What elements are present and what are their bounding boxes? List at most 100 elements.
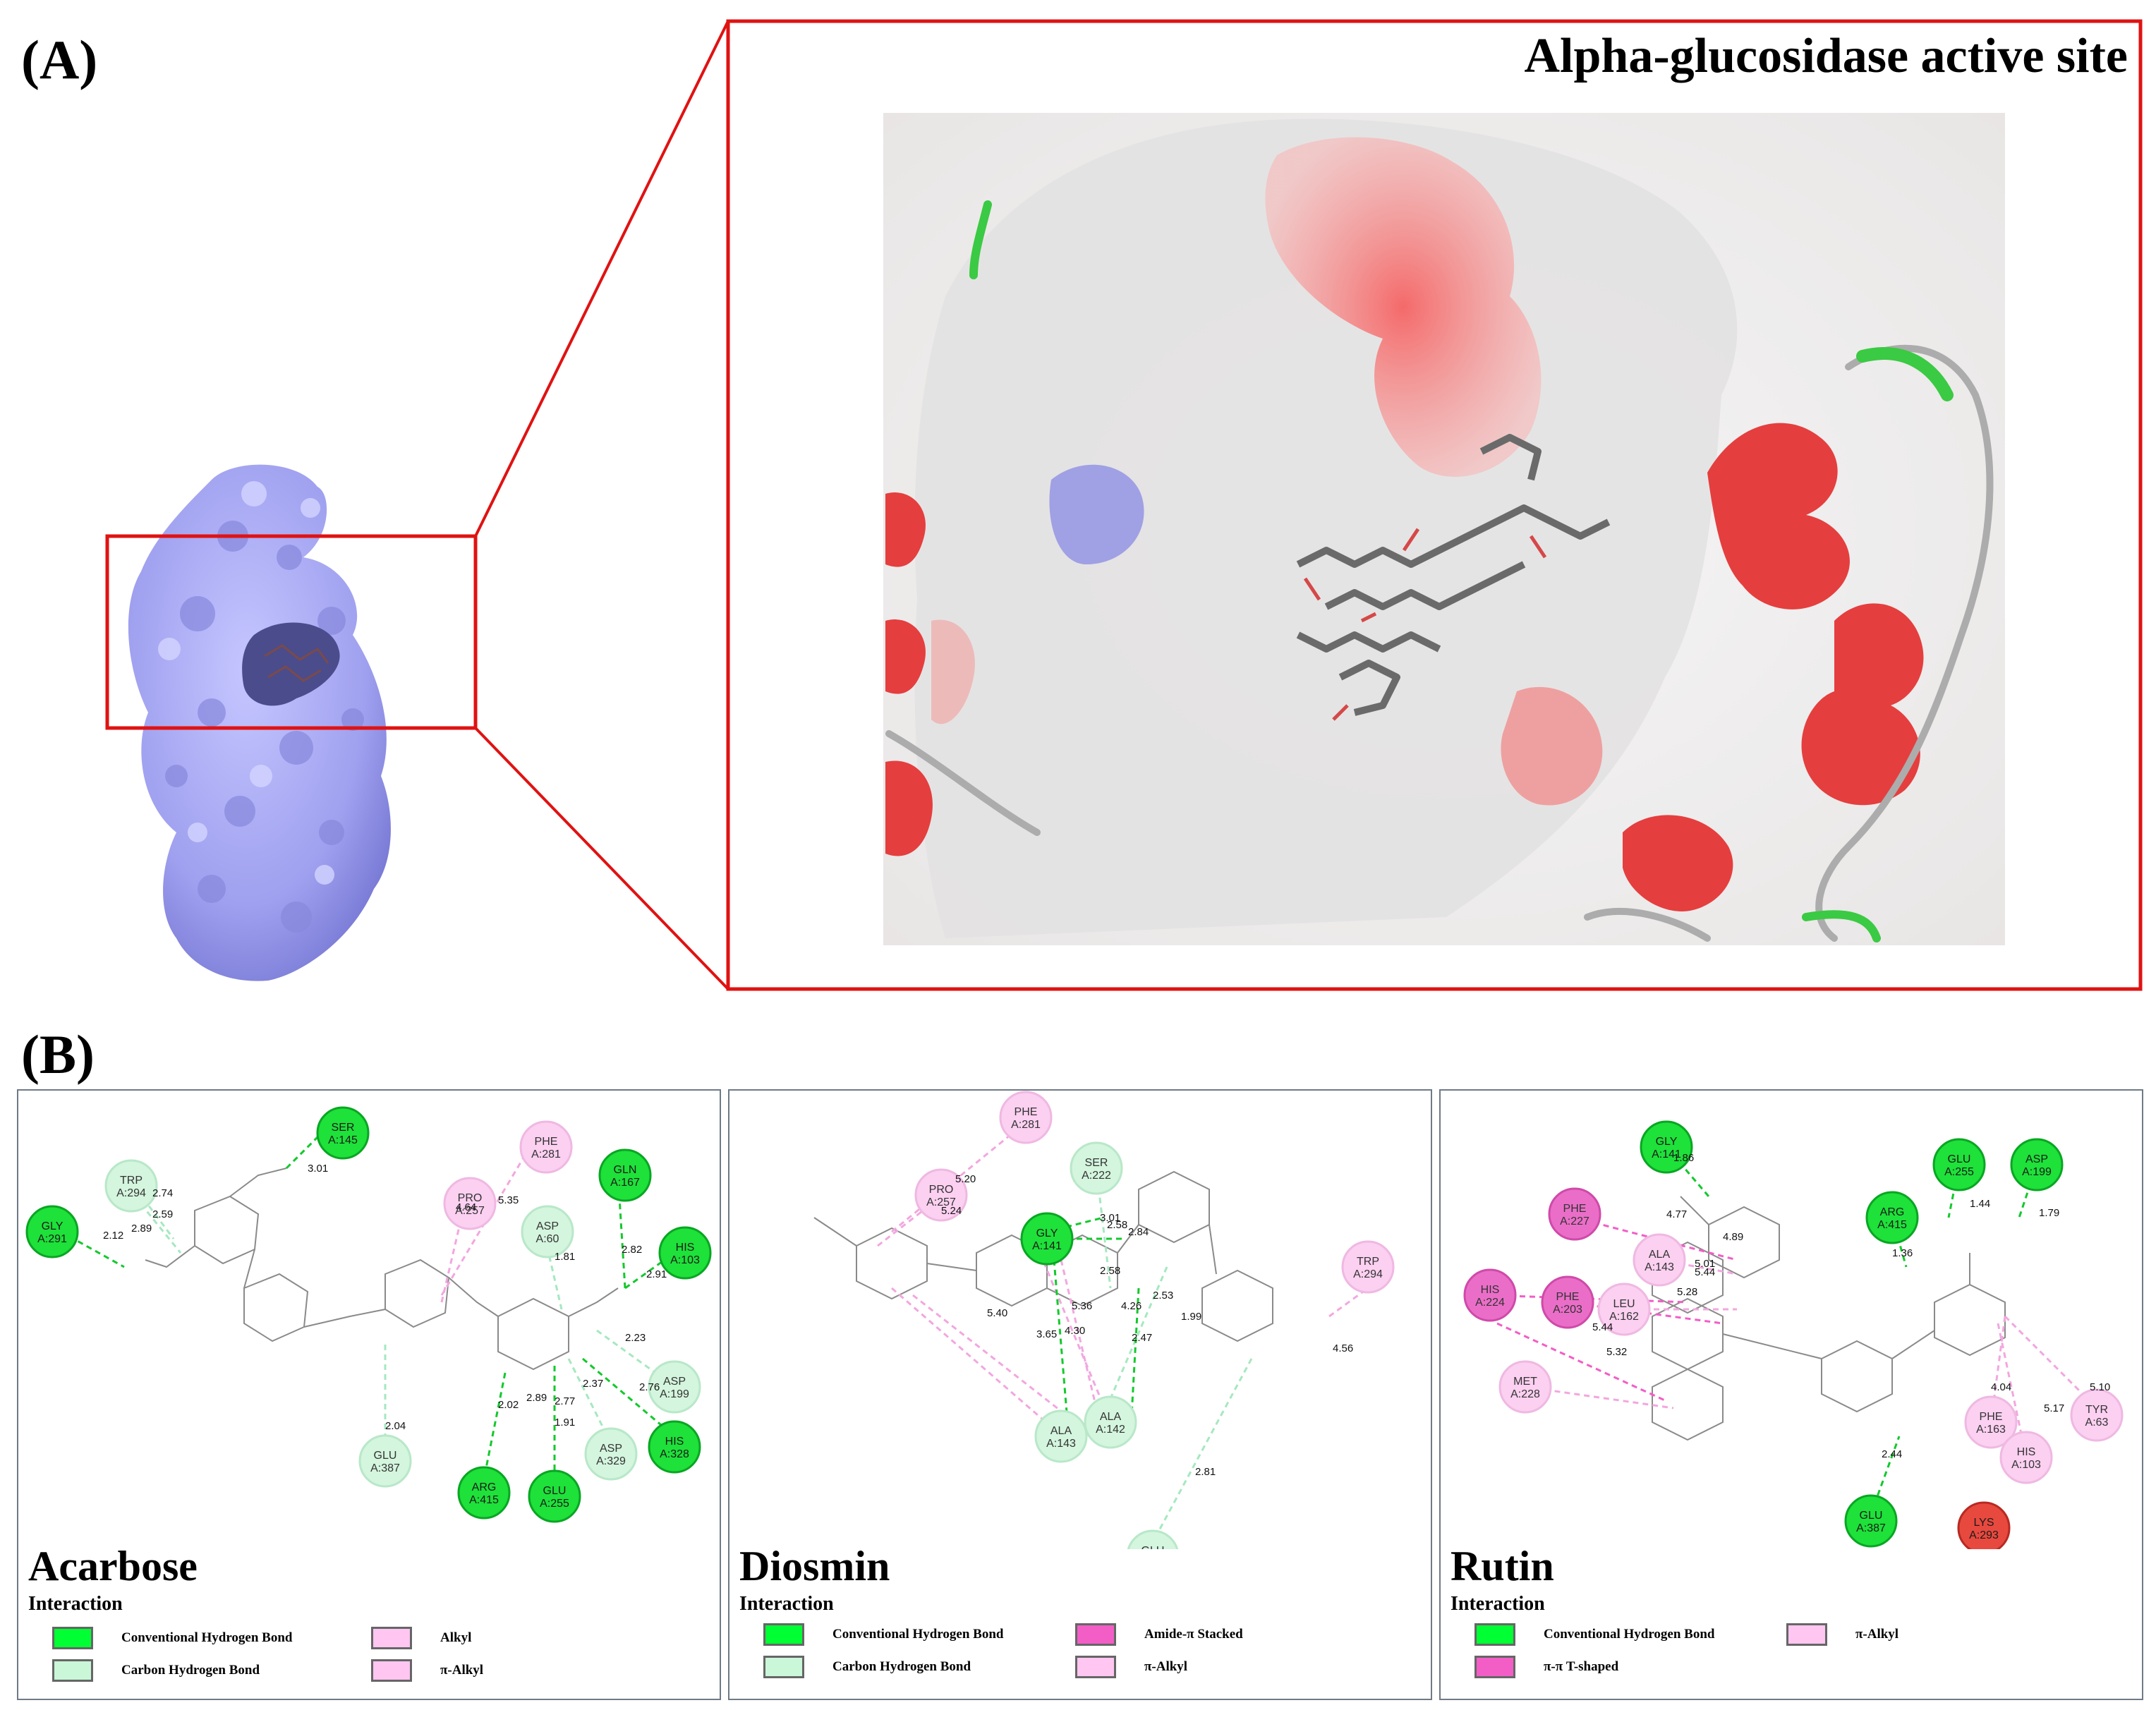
residue-disc xyxy=(1633,1233,1686,1287)
acarbose-legend-item: π-Alkyl xyxy=(371,1659,483,1682)
acarbose-legend-item: Carbon Hydrogen Bond xyxy=(52,1659,260,1682)
residue-number: A:255 xyxy=(540,1498,569,1510)
residue-name: ASP xyxy=(663,1376,686,1388)
residue-disc xyxy=(528,1469,581,1523)
legend-label: π-π T-shaped xyxy=(1544,1659,1619,1674)
residue-disc xyxy=(999,1091,1053,1144)
distance-label: 1.36 xyxy=(1892,1247,1913,1259)
residue-number: A:141 xyxy=(1032,1240,1062,1252)
distance-label: 2.89 xyxy=(526,1392,547,1404)
residue-name: SER xyxy=(332,1122,355,1134)
residue-name: GLN xyxy=(614,1164,637,1176)
distance-label: 2.53 xyxy=(1153,1290,1173,1302)
legend-swatch xyxy=(1075,1623,1116,1646)
distance-label: 1.99 xyxy=(1181,1311,1201,1323)
residue-disc xyxy=(648,1360,701,1414)
distance-label: 2.02 xyxy=(498,1399,519,1411)
diosmin-legend-title: Interaction xyxy=(739,1593,834,1615)
distance-label: 5.20 xyxy=(955,1173,976,1185)
distance-label: 5.17 xyxy=(2044,1402,2064,1414)
legend-swatch xyxy=(371,1627,412,1649)
distance-label: 5.35 xyxy=(498,1194,519,1206)
legend-label: Conventional Hydrogen Bond xyxy=(832,1627,1004,1642)
residue-number: A:163 xyxy=(1976,1424,2006,1436)
residue-disc xyxy=(1548,1187,1601,1241)
distance-label: 4.26 xyxy=(1121,1300,1141,1312)
residue-name: PHE xyxy=(535,1136,558,1148)
acarbose-legend-item: Conventional Hydrogen Bond xyxy=(52,1627,292,1649)
residue-name: PHE xyxy=(1980,1411,2003,1423)
zoom-connector-bottom xyxy=(474,727,729,990)
rutin-title: Rutin xyxy=(1451,1543,1554,1589)
residue-disc xyxy=(457,1466,511,1520)
zoom-source-box xyxy=(105,534,478,730)
residue-name: HIS xyxy=(1481,1284,1500,1296)
active-site-title: Alpha-glucosidase active site xyxy=(1524,29,2128,83)
panel-a-graphics xyxy=(105,19,2143,991)
residue-number: A:257 xyxy=(455,1205,485,1217)
legend-label: π-Alkyl xyxy=(440,1663,484,1678)
residue-number: A:329 xyxy=(596,1455,626,1467)
residue-disc xyxy=(1020,1212,1074,1266)
rutin-legend-title: Interaction xyxy=(1451,1593,1545,1615)
residue-disc xyxy=(1597,1282,1651,1336)
residue-number: A:60 xyxy=(536,1233,559,1245)
residue-disc xyxy=(1341,1240,1395,1294)
distance-label: 2.44 xyxy=(1882,1448,1902,1460)
residue-disc xyxy=(1084,1395,1137,1449)
residue-name: ALA xyxy=(1050,1425,1072,1437)
zoom-connector-top xyxy=(474,20,729,537)
residue-disc xyxy=(1034,1409,1088,1463)
residue-disc xyxy=(584,1427,638,1481)
residue-number: A:415 xyxy=(469,1494,499,1506)
legend-label: Amide-π Stacked xyxy=(1144,1627,1243,1642)
residue-number: A:293 xyxy=(1969,1529,1999,1541)
residue-number: A:142 xyxy=(1096,1424,1125,1436)
residue-name: GLY xyxy=(1656,1136,1678,1148)
residue-name: ARG xyxy=(1880,1206,1905,1218)
legend-swatch xyxy=(1075,1656,1116,1678)
residue-name: GLU xyxy=(1948,1153,1971,1165)
residue-name: ALA xyxy=(1100,1411,1122,1423)
residue-name: HIS xyxy=(676,1242,695,1254)
residue-number: A:387 xyxy=(1856,1522,1886,1534)
residue-name: GLY xyxy=(42,1220,63,1232)
distance-label: 2.82 xyxy=(622,1244,642,1256)
distance-label: 2.91 xyxy=(646,1268,667,1280)
legend-swatch xyxy=(1786,1623,1827,1646)
distance-label: 2.74 xyxy=(152,1187,173,1199)
distance-label: 2.59 xyxy=(152,1208,173,1220)
legend-label: Carbon Hydrogen Bond xyxy=(121,1663,260,1678)
residue-name: GLU xyxy=(374,1450,397,1462)
residue-name: GLU xyxy=(543,1485,567,1497)
residue-disc xyxy=(648,1420,701,1474)
residue-name: TRP xyxy=(120,1175,143,1187)
legend-swatch xyxy=(371,1659,412,1682)
residue-disc xyxy=(316,1106,370,1160)
residue-number: A:257 xyxy=(926,1196,956,1208)
distance-label: 5.32 xyxy=(1606,1346,1627,1358)
residue-number: A:281 xyxy=(1011,1119,1041,1131)
residue-number: A:203 xyxy=(1553,1304,1582,1316)
residue-number: A:222 xyxy=(1082,1170,1111,1182)
residue-number: A:281 xyxy=(531,1148,561,1160)
diosmin-2d-diagram: PHEA:281PROA:257SERA:222GLYA:141TRPA:294… xyxy=(813,1091,1395,1549)
distance-label: 1.86 xyxy=(1673,1152,1694,1164)
residue-number: A:255 xyxy=(1944,1166,1974,1178)
residue-disc xyxy=(1932,1138,1986,1191)
legend-label: Alkyl xyxy=(440,1630,472,1645)
diosmin-legend-item: Conventional Hydrogen Bond xyxy=(763,1623,1003,1646)
